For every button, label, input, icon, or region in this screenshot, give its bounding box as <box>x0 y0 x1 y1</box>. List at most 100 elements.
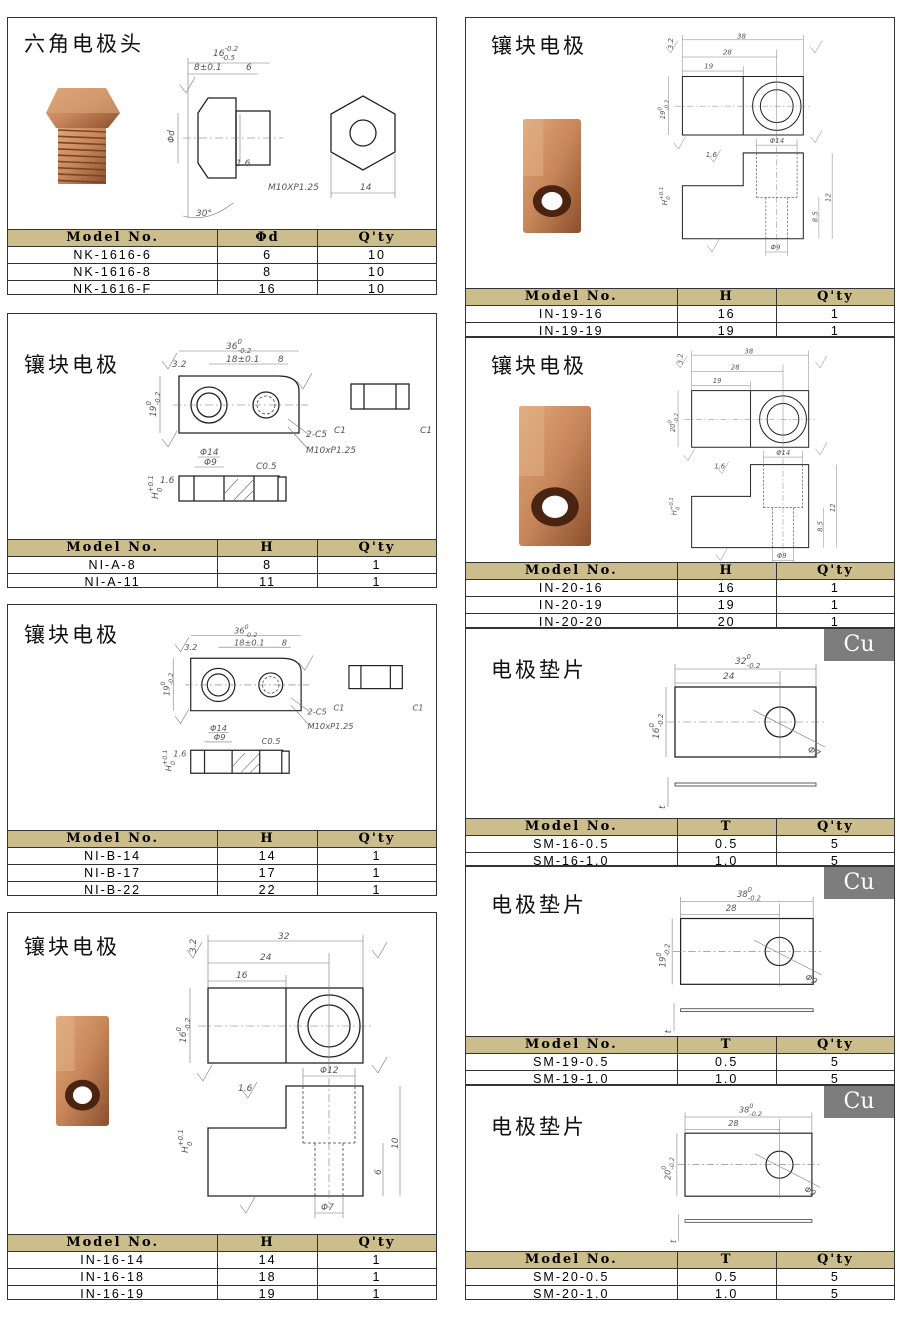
dimension-label-rough: 1.6 <box>236 159 251 169</box>
table-cell: 1 <box>317 847 436 865</box>
dimension-label-rough: 1.6 <box>706 150 718 159</box>
dimension-label-short: 19 <box>704 62 713 71</box>
dimension-label-s1: 6 <box>374 1169 384 1175</box>
roughness-symbol-icon <box>665 40 678 54</box>
front-view-outline <box>178 375 300 434</box>
table-cell: 1 <box>776 596 894 614</box>
column-header: Q'ty <box>317 1234 436 1252</box>
dimension-label-len: 380-0.2 <box>737 886 761 902</box>
shim-thickness-view <box>674 782 817 787</box>
side-view-head <box>197 97 237 179</box>
dimension-label-mid: 24 <box>723 672 735 682</box>
column-header: Q'ty <box>776 288 894 306</box>
table-cell: 1 <box>776 579 894 597</box>
panel-title: 镶块电极 <box>491 34 587 58</box>
roughness-symbol-icon <box>241 1081 258 1099</box>
side-view-outline <box>681 152 804 240</box>
dimension-label-d2: Φ7 <box>321 1203 334 1213</box>
table-cell: 1 <box>317 1285 436 1299</box>
table-cell: 19 <box>677 322 777 336</box>
dimension-label-chamfer: 2-C5 <box>308 706 327 716</box>
roughness-symbol-icon <box>810 130 823 144</box>
table-cell: NI-A-11 <box>8 573 219 587</box>
roughness-symbol-icon <box>161 430 178 448</box>
table-cell: NI-B-17 <box>8 864 219 882</box>
column-header: H <box>677 562 777 580</box>
hex-front-view <box>330 95 396 171</box>
table-cell: 8 <box>217 556 318 574</box>
dimension-label-pitch: 18±0.1 <box>226 355 259 365</box>
dimension-label-h: 190-0.2 <box>655 944 671 968</box>
table-cell: SM-20-0.5 <box>466 1268 678 1286</box>
dimension-label-len: 38 <box>745 348 754 356</box>
dimension-label-h: 160-0.2 <box>648 713 665 739</box>
table-cell: 14 <box>217 1251 318 1269</box>
roughness-symbol-icon <box>186 941 203 959</box>
side-view-outline <box>691 464 810 549</box>
table-cell: NK-1616-8 <box>8 263 219 281</box>
panel-title: 镶块电极 <box>24 935 120 959</box>
dimension-label-rough: 1.6 <box>238 1084 253 1094</box>
dimension-label-ear: 8 <box>278 355 284 365</box>
dimension-label-rough: 1.6 <box>714 462 725 470</box>
dimension-label-h: 190-0.2 <box>145 391 162 417</box>
dimension-label-rough2: 3.2 <box>666 38 675 50</box>
panel-title: 电极垫片 <box>491 893 587 917</box>
dimension-label-c1: C1 <box>333 703 344 713</box>
roughness-symbol-icon <box>174 708 190 725</box>
column-header: H <box>217 1234 318 1252</box>
column-header: Model No. <box>8 229 219 247</box>
dimension-label-thread: M10xP1.25 <box>308 721 354 731</box>
table-cell: 1 <box>317 1268 436 1286</box>
dimension-label-s2: 12 <box>829 504 837 513</box>
dimension-label-d: Φ7 <box>806 745 822 760</box>
table-cell: 6 <box>217 246 318 264</box>
column-header: Model No. <box>8 1234 219 1252</box>
dimension-label-hh: H+0.10 <box>669 497 682 515</box>
dimension-label-angle: 30° <box>196 209 212 219</box>
dimension-label-t: t <box>658 805 668 809</box>
dimension-label-hh: H+0.10 <box>659 187 672 206</box>
insert-electrode-photo <box>523 119 581 233</box>
table-cell: SM-16-0.5 <box>466 835 678 853</box>
dimension-label-d2: Φ9 <box>214 732 226 742</box>
roughness-symbol-icon <box>179 76 196 94</box>
material-badge: Cu <box>824 1086 894 1118</box>
shim-thickness-view <box>680 1008 814 1012</box>
column-header: Model No. <box>466 1251 678 1269</box>
column-header: Model No. <box>466 818 678 836</box>
table-cell: 1 <box>317 573 436 587</box>
dimension-label-h: 190-0.2 <box>159 673 175 696</box>
table-cell: NK-1616-F <box>8 280 219 294</box>
dimension-label-rough: 1.6 <box>173 749 186 759</box>
table-cell: IN-19-19 <box>466 322 678 336</box>
roughness-symbol-icon <box>673 136 686 150</box>
table-cell: 5 <box>776 1070 894 1084</box>
table-cell: 10 <box>317 263 436 281</box>
